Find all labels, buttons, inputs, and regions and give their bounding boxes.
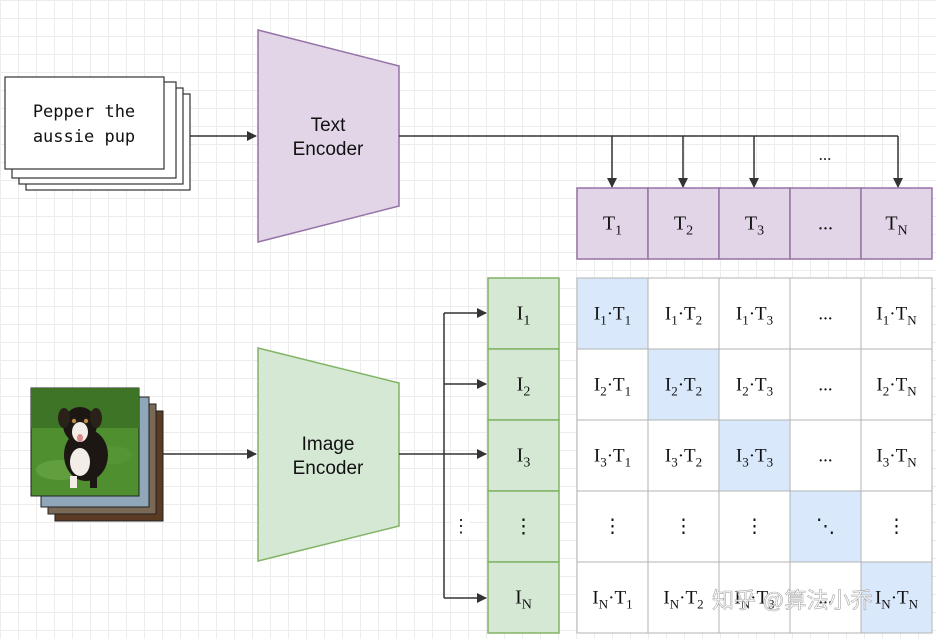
image-feature-cell: I3 [487,419,560,492]
text-input-line-1: Pepper the [33,102,135,122]
text-encoder-shape [257,29,400,243]
matrix-cell-label: I2·T3 [736,375,773,399]
matrix-cell: ... [789,277,862,350]
matrix-cell-label: ⋮ [674,517,693,538]
matrix-cell-label: ⋱ [816,517,835,538]
text-input-card [4,76,165,170]
text-encoder: Text Encoder [257,29,400,243]
text-encoder-label-line-2: Encoder [293,139,364,160]
matrix-cell: I3·T3 [718,419,791,492]
matrix-cell: ⋱ [789,490,862,563]
matrix-cell-label: I3·T1 [594,446,631,470]
matrix-cell: I3·T2 [647,419,720,492]
text-feature-cell: TN [860,187,933,260]
image-feature-cell: ⋮ [487,490,560,563]
matrix-cell: I2·T2 [647,348,720,421]
matrix-cell-label: I3·T3 [736,446,773,470]
matrix-cell-label: ... [818,446,832,467]
text-feature-cell: T3 [718,187,791,260]
matrix-cell-label: ⋮ [745,517,764,538]
text-feature-cell: T1 [576,187,649,260]
matrix-cell: ... [789,561,862,634]
image-output-bus: ⋮ [399,308,487,603]
image-input-stack [30,387,164,522]
text-bus-ellipsis: ... [819,145,832,164]
matrix-cell: ... [789,419,862,492]
matrix-cell-label: ... [818,304,832,325]
text-encoder-label-line-1: Text [311,115,347,136]
matrix-cell: I3·TN [860,419,933,492]
matrix-cell: I3·T1 [576,419,649,492]
matrix-cell-label: ⋮ [887,517,906,538]
matrix-cell-label: ... [818,375,832,396]
text-feature-cell: T2 [647,187,720,260]
matrix-cell: ... [789,348,862,421]
matrix-cell-label: I1·T3 [736,304,773,328]
image-encoder-shape [257,347,400,562]
text-feature-cell: ... [789,187,862,260]
image-feature-label: ⋮ [514,516,534,538]
matrix-cell: ⋮ [576,490,649,563]
matrix-cell: I2·T1 [576,348,649,421]
image-encoder-label-line-1: Image [302,434,355,455]
image-feature-cell: I1 [487,277,560,350]
matrix-cell: I1·T3 [718,277,791,350]
matrix-cell: I2·T3 [718,348,791,421]
matrix-cell-label: ⋮ [603,517,622,538]
image-bus-vdots: ⋮ [452,516,470,536]
matrix-cell: IN·TN [860,561,933,634]
matrix-cell: IN·T2 [647,561,720,634]
text-input-line-2: aussie pup [33,127,135,147]
matrix-cell: I1·T1 [576,277,649,350]
matrix-cell: IN·T1 [576,561,649,634]
matrix-cell: ⋮ [647,490,720,563]
image-encoder-label-line-2: Encoder [293,458,364,479]
matrix-cell: I2·TN [860,348,933,421]
watermark: 知乎 @算法小乔 [712,588,872,613]
matrix-cell: ⋮ [860,490,933,563]
image-feature-cell: IN [487,561,560,634]
matrix-cell: ⋮ [718,490,791,563]
puppy-photo [30,387,140,497]
text-output-bus: ... [399,135,903,188]
matrix-cell: I1·T2 [647,277,720,350]
image-feature-cell: I2 [487,348,560,421]
matrix-cell: I1·TN [860,277,933,350]
text-feature-label: ... [818,213,833,235]
matrix-cell-label: ... [818,588,832,609]
matrix-cell: IN·T3 [718,561,791,634]
text-input-stack: Pepper the aussie pup [4,76,191,191]
image-encoder: Image Encoder [257,347,400,562]
